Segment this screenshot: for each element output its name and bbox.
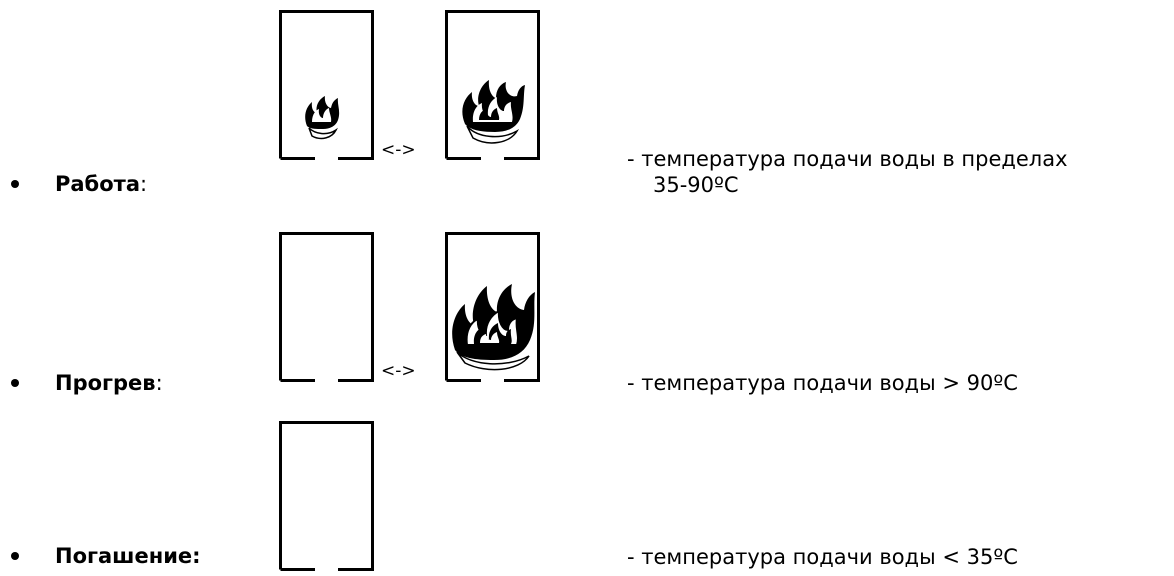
mode-name-progrev: Прогрев (55, 371, 156, 395)
mode-name-pogashenie: Погашение: (55, 544, 201, 568)
description-rabota-line2: 35-90ºС (653, 173, 739, 197)
indicator-box-progrev-left (279, 232, 374, 382)
mode-separator-rabota: : (140, 172, 148, 196)
arrow-rabota: <-> (381, 140, 416, 160)
mode-name-rabota: Работа (55, 172, 140, 196)
arrow-progrev: <-> (381, 361, 416, 381)
indicator-box-rabota-right (445, 10, 540, 160)
mode-separator-progrev: : (155, 371, 163, 395)
description-pogashenie-line1: - температура подачи воды < 35ºС (627, 545, 1018, 569)
indicator-box-rabota-left (279, 10, 374, 160)
indicator-box-progrev-right (445, 232, 540, 382)
large-flame-icon (452, 284, 535, 371)
description-progrev-line1: - температура подачи воды > 90ºС (627, 371, 1018, 395)
description-rabota-line1: - температура подачи воды в пределах (627, 147, 1068, 171)
bullet-progrev (11, 379, 19, 387)
mode-label-pogashenie: Погашение: (55, 543, 201, 569)
indicator-box-pogashenie (279, 421, 374, 571)
medium-flame-icon (462, 80, 525, 144)
mode-label-rabota: Работа: (55, 171, 147, 197)
mode-label-progrev: Прогрев: (55, 370, 163, 396)
bullet-pogashenie (11, 552, 19, 560)
small-flame-icon (305, 96, 340, 140)
bullet-rabota (11, 180, 19, 188)
